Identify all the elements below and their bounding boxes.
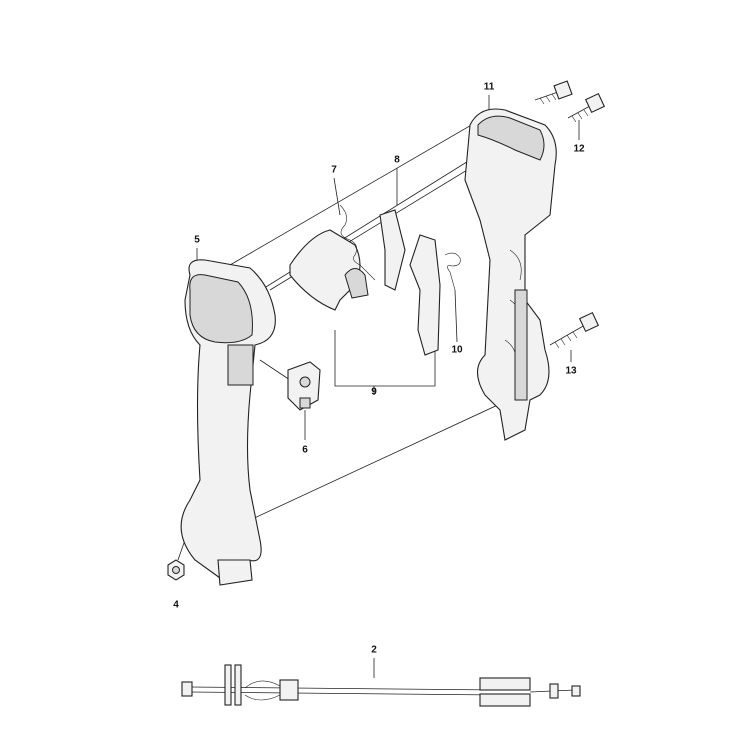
callout-10: 10 — [451, 344, 463, 356]
callout-4: 4 — [173, 599, 179, 611]
callout-6: 6 — [302, 444, 308, 456]
screw-upper — [534, 80, 573, 105]
callout-5: 5 — [194, 234, 200, 246]
callout-13: 13 — [565, 365, 577, 377]
nut — [167, 559, 185, 581]
handle-half-right — [464, 108, 557, 441]
screw-13 — [549, 311, 600, 349]
switch — [287, 361, 321, 411]
callout-11: 11 — [483, 81, 495, 93]
callout-2: 2 — [371, 644, 377, 656]
handle-half-left — [180, 259, 276, 586]
callout-7: 7 — [331, 164, 337, 176]
callout-9: 9 — [371, 386, 377, 398]
throttle-assembly — [289, 209, 441, 356]
spring-7 — [339, 204, 376, 281]
callout-12: 12 — [573, 143, 585, 155]
callout-8: 8 — [394, 154, 400, 166]
spring-10 — [444, 252, 461, 291]
screw-12 — [567, 92, 606, 123]
cable — [181, 664, 581, 707]
